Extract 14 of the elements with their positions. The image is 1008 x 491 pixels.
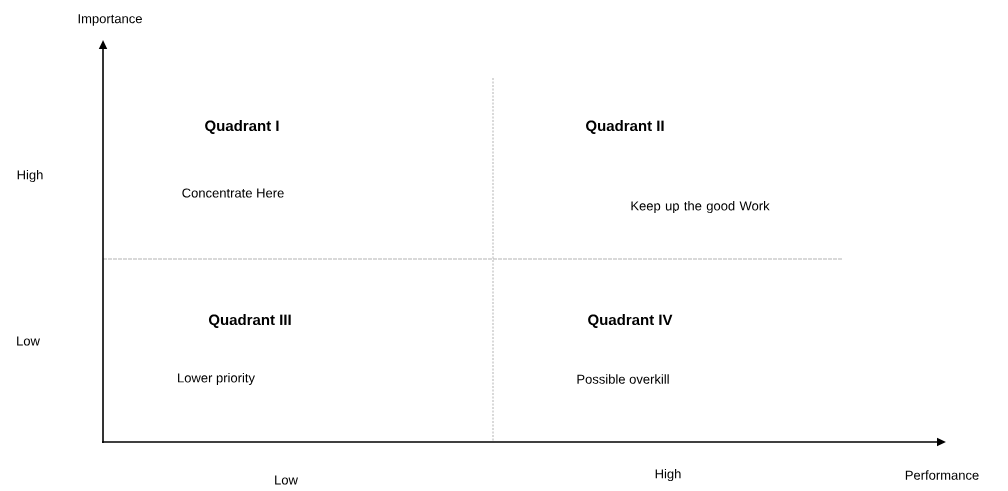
axis-title: Importance (78, 14, 142, 26)
tick-label: Low (275, 475, 298, 485)
tick-label: Low (17, 336, 40, 346)
quadrant-text: Keep up the good Work (631, 200, 770, 214)
quadrant-text: Lower priority (178, 372, 255, 386)
quadrant-title: Quadrant II (586, 120, 664, 134)
quadrant-text: Possible overkill (577, 374, 669, 384)
quadrant-title: Quadrant IV (588, 314, 673, 328)
quadrant-text: Concentrate Here (182, 188, 284, 198)
axis-title: Performance (905, 470, 979, 480)
quadrant-title: Quadrant III (208, 314, 291, 328)
quadrant-title: Quadrant I (205, 120, 279, 134)
tick-label: High (655, 468, 681, 482)
tick-label: High (17, 169, 43, 183)
